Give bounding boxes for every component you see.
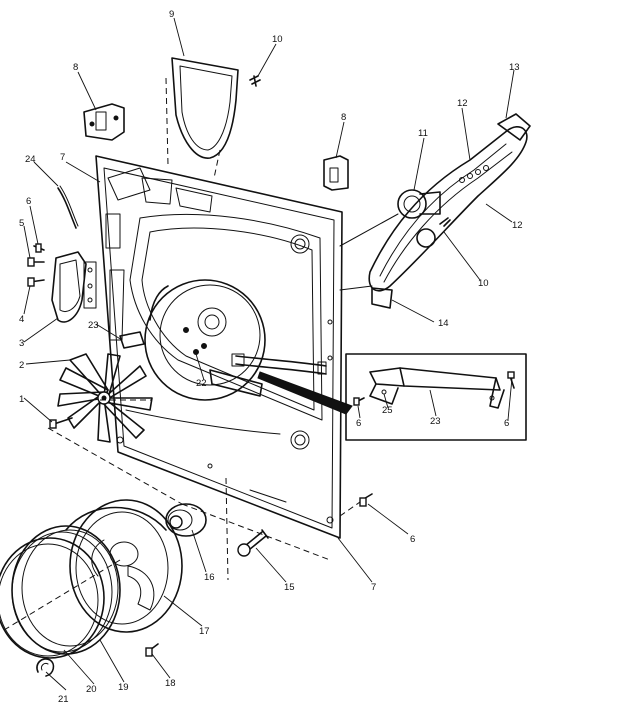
callout-10-right: 10 (478, 278, 489, 289)
part-22-fasteners (183, 327, 207, 355)
part-15-shaft-bolt (237, 529, 269, 557)
part-4-terminal (27, 277, 45, 287)
part-23-strap-inner (231, 353, 327, 375)
callout-12-top: 12 (457, 98, 468, 109)
callout-8-right: 8 (341, 112, 346, 123)
callout-4: 4 (19, 314, 24, 325)
callout-17: 17 (199, 626, 210, 637)
part-9-top-cover (165, 57, 239, 179)
callout-14: 14 (438, 318, 449, 329)
callout-7-bottom: 7 (371, 582, 376, 593)
fan-housing-ring (144, 279, 266, 401)
part-8-bracket-right (323, 155, 349, 191)
part-14-end-plug (339, 285, 393, 309)
callout-13: 13 (509, 62, 520, 73)
part-7-back-panel (95, 155, 343, 539)
callout-6-right: 6 (410, 534, 415, 545)
part-5-terminal (27, 257, 45, 267)
part-6-screw-left (33, 243, 45, 253)
callout-5: 5 (19, 218, 24, 229)
part-10-screw-top (249, 75, 261, 87)
callout-9: 9 (169, 9, 174, 20)
assembly-lines (47, 399, 361, 581)
callout-19: 19 (118, 682, 129, 693)
part-1-screw (49, 417, 73, 429)
part-21-clip (36, 658, 55, 677)
callout-8-left: 8 (73, 62, 78, 73)
part-24-cable (57, 185, 79, 229)
callout-3: 3 (19, 338, 24, 349)
callout-15: 15 (284, 582, 295, 593)
leader-lines (23, 17, 515, 691)
part-6-screw-right (359, 493, 373, 507)
callout-2: 2 (19, 360, 24, 371)
detail-inset (257, 353, 527, 441)
callout-24: 24 (25, 154, 36, 165)
part-2-fan-blade (57, 353, 153, 443)
callout-12-right: 12 (512, 220, 523, 231)
callout-22: 22 (196, 378, 207, 389)
part-18-screw (145, 643, 159, 657)
callout-18: 18 (165, 678, 176, 689)
part-3-terminal-cover (51, 251, 97, 323)
callout-23-inset: 23 (430, 416, 441, 427)
callout-23-left: 23 (88, 320, 99, 331)
callout-6-inset-right: 6 (504, 418, 509, 429)
callout-labels: 9 10 8 13 12 8 11 24 7 6 12 5 10 4 14 23… (19, 9, 523, 705)
callout-6-left: 6 (26, 196, 31, 207)
part-11-element-terminal (339, 189, 441, 247)
callout-21: 21 (58, 694, 69, 705)
part-16-bearing-hub (165, 503, 207, 537)
part-19-seal-ring (11, 525, 121, 655)
part-17-drum-back (65, 499, 183, 633)
callout-6-inset-left: 6 (356, 418, 361, 429)
part-12-heater-tube (368, 113, 531, 292)
callout-20: 20 (86, 684, 97, 695)
part-20-felt-ring (0, 537, 121, 659)
callout-1: 1 (19, 394, 24, 405)
part-8-bracket-left (83, 103, 125, 141)
callout-10-top: 10 (272, 34, 283, 45)
callout-16: 16 (204, 572, 215, 583)
callout-7-top: 7 (60, 152, 65, 163)
callout-11: 11 (418, 128, 428, 139)
part-10-thermostat (416, 217, 451, 248)
part-23-bracket-left (119, 331, 145, 349)
callout-25: 25 (382, 405, 393, 416)
